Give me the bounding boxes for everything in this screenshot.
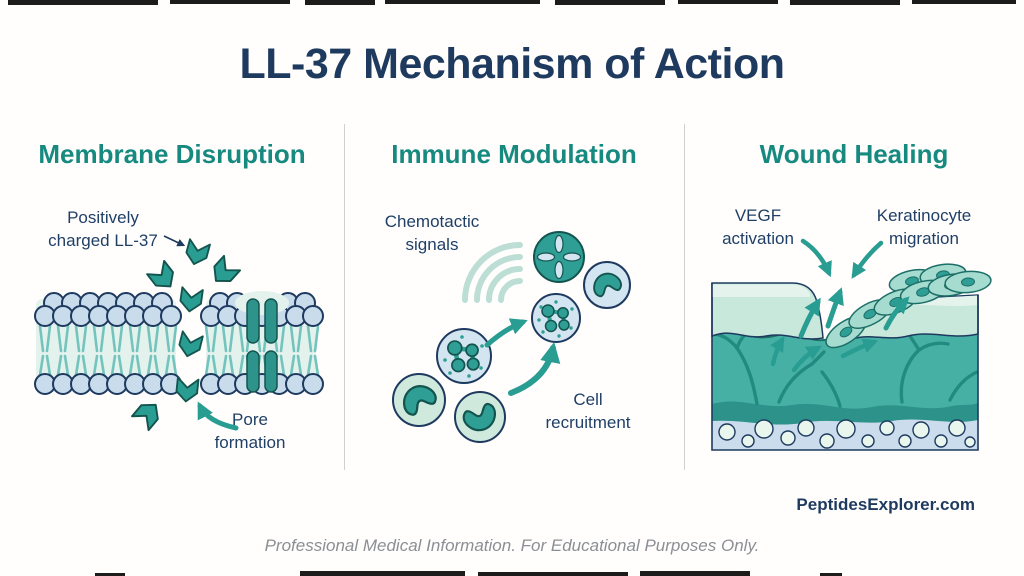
ll37-peptide-icon (174, 376, 200, 404)
ll37-peptide-icon (146, 259, 180, 295)
panel-title-wound-healing: Wound Healing (759, 139, 949, 169)
dendritic-cell (533, 231, 585, 283)
panel-title-immune-modulation: Immune Modulation (391, 139, 637, 169)
top-edge-artifact (790, 0, 900, 5)
chemotactic-arcs (462, 242, 523, 303)
top-edge-artifact (555, 0, 665, 5)
lipid-bilayer-left (34, 292, 182, 395)
label-pointer-arrow (163, 235, 186, 247)
keratinocyte-arrow (851, 240, 884, 279)
lipid-tails-lower (38, 354, 178, 377)
label-positively-charged-ll37: Positively charged LL-37 (48, 208, 158, 250)
top-edge-artifact (912, 0, 1016, 4)
dermis-arrows (769, 336, 879, 373)
dermis-band (712, 401, 978, 425)
top-edge-artifact (305, 0, 375, 5)
recruitment-arrow (508, 341, 561, 396)
bottom-edge-artifact (640, 571, 750, 576)
top-edge-artifact (8, 0, 158, 5)
top-edge-artifact (170, 0, 290, 4)
monocyte-cell (454, 391, 506, 443)
bottom-edge-artifact (820, 573, 842, 576)
label-chemotactic-signals: Chemotactic signals (384, 212, 480, 254)
ll37-peptide-icon (206, 254, 242, 290)
wound-healing-illustration (711, 238, 993, 451)
top-edge-artifact (385, 0, 540, 4)
recruitment-arrow (484, 318, 528, 348)
bottom-edge-artifact (478, 572, 628, 576)
column-divider (344, 124, 345, 470)
epidermis-left (711, 282, 824, 340)
watermark: PeptidesExplorer.com (796, 495, 975, 514)
pore-arrow (197, 401, 239, 431)
label-keratinocyte-migration: Keratinocyte migration (876, 206, 972, 248)
monocyte-cell (583, 261, 631, 309)
monocyte-cell (392, 373, 446, 427)
column-divider (684, 124, 685, 470)
ll37-peptide-icon (131, 396, 165, 432)
granules (537, 300, 574, 338)
pore-opening-glow (235, 291, 289, 315)
disclaimer: Professional Medical Information. For Ed… (264, 536, 760, 555)
ll37-peptide-icon (176, 330, 204, 360)
bottom-edge-artifact (95, 573, 125, 576)
label-vegf-activation: VEGF activation (722, 206, 794, 248)
ll37-peptide-icon (178, 286, 204, 314)
lipid-heads-bottom (200, 373, 324, 395)
ll37-peptide-icon (183, 238, 211, 268)
granules (443, 335, 484, 378)
membrane-pore (246, 298, 278, 393)
wound-arrows (798, 287, 910, 339)
label-cell-recruitment: Cell recruitment (545, 390, 631, 432)
neutrophil-cell (436, 328, 492, 384)
immune-modulation-illustration (392, 231, 631, 443)
tissue-border (711, 283, 979, 451)
membrane-disruption-illustration (34, 235, 324, 432)
top-edge-artifact (678, 0, 778, 4)
neutrophil-cell (531, 293, 581, 343)
label-pore-formation: Pore formation (214, 410, 286, 452)
vegf-arrow (800, 238, 832, 278)
bottom-edge-artifact (300, 571, 465, 576)
panel-title-membrane-disruption: Membrane Disruption (38, 139, 306, 169)
lipid-bilayer-right (200, 291, 324, 395)
lipid-tails-upper (38, 324, 178, 353)
fat-cells (718, 419, 976, 449)
page-title: LL-37 Mechanism of Action (239, 40, 785, 88)
